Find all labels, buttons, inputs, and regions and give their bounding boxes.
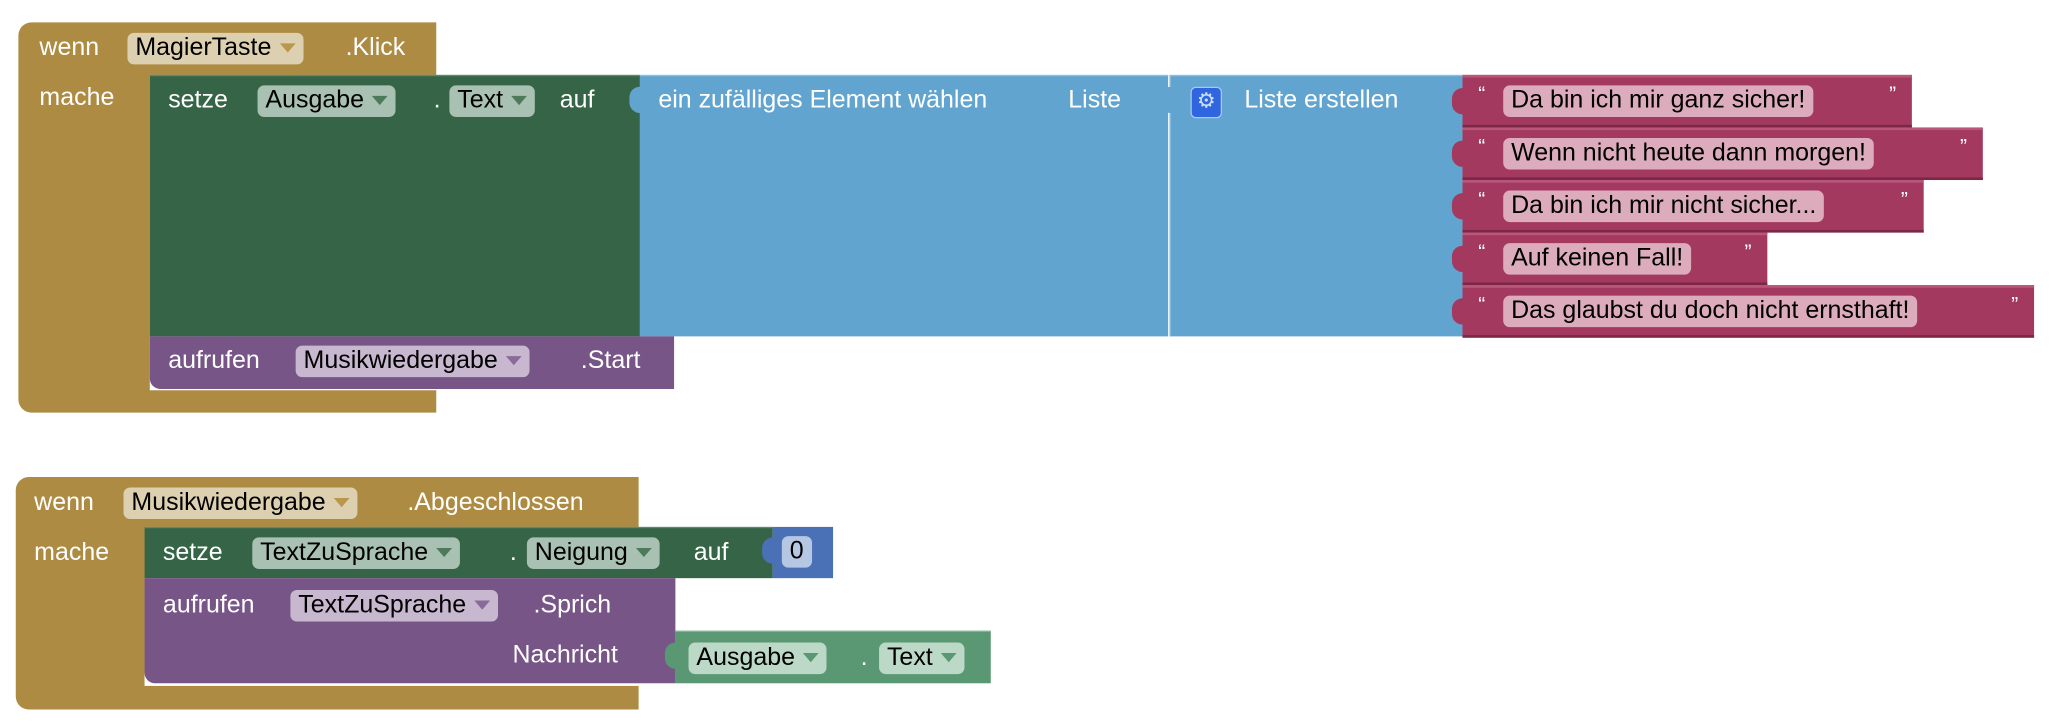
dropdown-arrow-icon [279, 43, 295, 54]
call-label: aufrufen [162, 591, 255, 619]
input-connector [762, 537, 776, 564]
event-name: .Klick [345, 34, 406, 62]
event-name: .Abgeschlossen [407, 488, 584, 517]
text-item-block[interactable]: “ Wenn nicht heute dann morgen! ” [1451, 127, 1983, 181]
text-item-block[interactable]: “ Da bin ich mir ganz sicher! ” [1451, 74, 1912, 128]
text-item-block[interactable]: “ Da bin ich mir nicht sicher... ” [1451, 180, 1924, 233]
dropdown-value: TextZuSprache [260, 538, 429, 567]
dropdown-value: Ausgabe [696, 643, 795, 672]
dropdown-arrow-icon [371, 96, 388, 106]
dropdown-value: Musikwiedergabe [131, 488, 326, 517]
dropdown-arrow-icon [435, 548, 452, 558]
input-connector [664, 642, 679, 669]
input-connector [1451, 245, 1466, 272]
dot-label: . [433, 86, 441, 115]
open-quote-label: “ [1478, 136, 1486, 159]
get-ausgabe-text-block[interactable]: Ausgabe . Text [664, 630, 991, 684]
call-textzusprache-sprich-block[interactable]: aufrufen TextZuSprache .Sprich Nachricht [144, 578, 676, 684]
number-block[interactable]: 0 [762, 526, 834, 579]
dropdown-value: Ausgabe [265, 86, 364, 115]
to-label: auf [559, 86, 595, 115]
dropdown-arrow-icon [333, 498, 350, 508]
message-arg-label: Nachricht [512, 641, 618, 669]
dropdown-arrow-icon [510, 96, 527, 106]
component-dropdown[interactable]: TextZuSprache [252, 537, 460, 569]
list-input-label: Liste [1068, 86, 1122, 115]
to-label: auf [693, 538, 729, 567]
component-dropdown[interactable]: Ausgabe [688, 642, 827, 675]
dropdown-arrow-icon [802, 653, 819, 663]
gear-icon[interactable]: ⚙ [1190, 86, 1223, 119]
dropdown-value: Musikwiedergabe [303, 346, 498, 375]
do-label: mache [34, 538, 110, 567]
close-quote-label: ” [1900, 189, 1908, 212]
random-label: ein zufälliges Element wählen [658, 86, 988, 115]
input-connector [629, 86, 643, 114]
text-item-field[interactable]: Auf keinen Fall! [1503, 243, 1692, 275]
set-textzusprache-neigung-block[interactable]: setze TextZuSprache . Neigung auf [144, 526, 773, 579]
close-quote-label: ” [1889, 84, 1897, 107]
property-dropdown[interactable]: Text [449, 85, 535, 117]
method-label: .Start [580, 346, 641, 375]
text-item-field[interactable]: Das glaubst du doch nicht ernsthaft! [1503, 295, 1918, 328]
dropdown-value: Text [457, 86, 504, 115]
when-label: wenn [39, 34, 100, 62]
call-musikwiedergabe-start-block[interactable]: aufrufen Musikwiedergabe .Start [149, 336, 675, 389]
dropdown-value: TextZuSprache [298, 591, 467, 619]
text-item-field[interactable]: Da bin ich mir nicht sicher... [1503, 190, 1825, 223]
set-label: setze [162, 538, 223, 567]
open-quote-label: “ [1478, 84, 1486, 107]
close-quote-label: ” [2011, 294, 2019, 317]
random-item-block[interactable]: ein zufälliges Element wählen Liste [629, 74, 1169, 337]
dropdown-value: Neigung [534, 538, 628, 567]
property-dropdown[interactable]: Neigung [526, 537, 660, 569]
input-connector [1451, 193, 1466, 220]
dot-label: . [860, 643, 868, 672]
input-connector [1160, 86, 1174, 114]
make-list-label: Liste erstellen [1244, 86, 1399, 115]
input-connector [1451, 88, 1466, 115]
dropdown-arrow-icon [505, 356, 522, 366]
component-dropdown[interactable]: TextZuSprache [290, 589, 498, 622]
dropdown-value: MagierTaste [135, 34, 272, 62]
close-quote-label: ” [1744, 241, 1752, 265]
open-quote-label: “ [1478, 241, 1486, 265]
open-quote-label: “ [1478, 294, 1486, 317]
dot-label: . [509, 538, 517, 567]
input-connector [1451, 140, 1466, 167]
component-dropdown[interactable]: Musikwiedergabe [295, 345, 530, 378]
dropdown-arrow-icon [474, 601, 490, 611]
set-ausgabe-text-block[interactable]: setze Ausgabe . Text auf [149, 74, 640, 337]
text-item-block[interactable]: “ Das glaubst du doch nicht ernsthaft! ” [1451, 285, 2035, 338]
do-label: mache [39, 84, 115, 112]
property-dropdown[interactable]: Text [879, 642, 965, 675]
when-label: wenn [34, 488, 94, 517]
input-connector [1451, 298, 1466, 325]
text-item-field[interactable]: Da bin ich mir ganz sicher! [1503, 85, 1814, 117]
call-label: aufrufen [168, 346, 260, 375]
make-list-block[interactable]: ⚙ Liste erstellen [1160, 74, 1463, 337]
text-item-field[interactable]: Wenn nicht heute dann morgen! [1503, 137, 1874, 170]
component-dropdown[interactable]: Musikwiedergabe [123, 487, 358, 520]
dropdown-value: Text [886, 643, 933, 672]
dropdown-arrow-icon [635, 548, 652, 558]
dropdown-arrow-icon [940, 653, 957, 663]
method-label: .Sprich [533, 591, 612, 619]
number-field[interactable]: 0 [781, 536, 812, 568]
close-quote-label: ” [1960, 136, 1968, 159]
set-label: setze [168, 86, 228, 115]
component-dropdown[interactable]: Ausgabe [257, 85, 396, 117]
open-quote-label: “ [1478, 189, 1486, 212]
text-item-block[interactable]: “ Auf keinen Fall! ” [1451, 232, 1768, 286]
component-dropdown[interactable]: MagierTaste [127, 32, 303, 65]
